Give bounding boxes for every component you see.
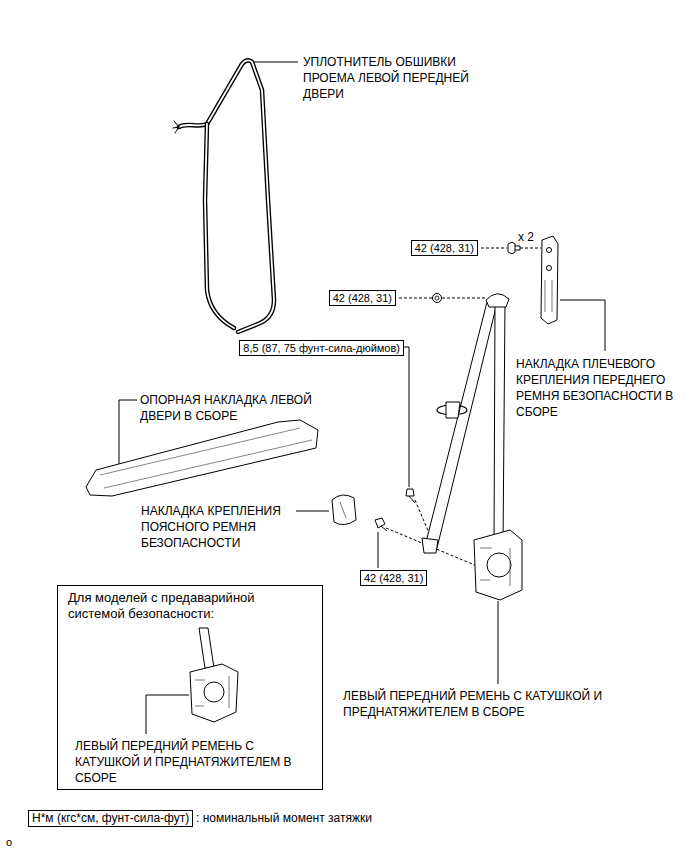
leader-line — [253, 62, 298, 63]
page-mark: o — [6, 834, 26, 850]
nut — [433, 294, 442, 303]
install-line — [399, 298, 432, 299]
install-line — [481, 248, 507, 249]
part-name: ЛЕВЫЙ ПЕРЕДНИЙ РЕМЕНЬ С КАТУШКОЙ И ПРЕДН… — [343, 688, 623, 720]
bolt — [375, 518, 387, 531]
bolt-hole — [547, 266, 552, 271]
install-line — [520, 248, 541, 249]
torque-box: 42 (428, 31) — [411, 240, 478, 256]
variant-inset-box: Для моделей с предаварийной системой без… — [57, 585, 323, 790]
install-line — [442, 298, 487, 299]
leader-line — [119, 400, 137, 464]
part-name: НАКЛАДКА ПЛЕЧЕВОГО КРЕПЛЕНИЯ ПЕРЕДНЕГО Р… — [516, 356, 686, 420]
scuff-plate — [86, 420, 318, 496]
part-name: УПЛОТНИТЕЛЬ ОБШИВКИ ПРОЕМА ЛЕВОЙ ПЕРЕДНЕ… — [303, 54, 495, 102]
inset-heading: Для моделей с предаварийной системой без… — [68, 590, 298, 622]
belt-strap — [425, 302, 497, 548]
legend-text: : номинальный момент затяжки — [196, 810, 372, 827]
bolt — [406, 489, 415, 503]
leader-line — [378, 532, 379, 568]
retractor-detail — [195, 676, 229, 708]
lap-anchor-cover — [332, 495, 356, 525]
belt-tongue — [446, 402, 460, 418]
torque-box: 42 (428, 31) — [329, 290, 396, 306]
belt-strap — [199, 628, 214, 668]
weatherstrip-end — [173, 121, 179, 133]
scuff-plate-detail — [100, 428, 312, 488]
weatherstrip — [205, 124, 234, 328]
leader-line — [146, 695, 189, 734]
retractor — [190, 664, 238, 722]
weatherstrip — [179, 60, 274, 332]
belt-strap — [494, 302, 505, 546]
lap-anchor — [422, 538, 438, 553]
quantity: x 2 — [518, 229, 558, 245]
belt-top-anchor — [486, 294, 509, 307]
plate-detail — [545, 280, 552, 312]
shoulder-anchor-cover — [541, 236, 558, 324]
weatherstrip — [205, 124, 234, 328]
leader-line — [560, 300, 605, 351]
leader-line — [498, 601, 499, 684]
bolt-hole — [547, 248, 552, 253]
part-name: ОПОРНАЯ НАКЛАДКА ЛЕВОЙ ДВЕРИ В СБОРЕ — [140, 392, 340, 424]
leader-line — [296, 511, 329, 512]
torque-box: 8,5 (87, 75 фунт-сила-дюймов) — [239, 340, 404, 356]
leader-line — [404, 347, 409, 487]
legend-box: Н*м (кгс*см, фунт-сила-фут) — [28, 810, 193, 827]
nut — [435, 296, 439, 300]
retractor-spool — [204, 682, 224, 702]
part-name: ЛЕВЫЙ ПЕРЕДНИЙ РЕМЕНЬ С КАТУШКОЙ И ПРЕДН… — [75, 738, 311, 786]
weatherstrip — [179, 60, 274, 332]
torque-box: 42 (428, 31) — [360, 570, 427, 586]
torque-value: Н*м (кгс*см, фунт-сила-фут) — [32, 811, 189, 825]
retractor-detail — [480, 548, 510, 586]
torque-value: 42 (428, 31) — [364, 572, 423, 584]
torque-value: 42 (428, 31) — [333, 292, 392, 304]
torque-value: 8,5 (87, 75 фунт-сила-дюймов) — [243, 342, 400, 354]
torque-value: 42 (428, 31) — [415, 242, 474, 254]
retractor — [474, 530, 522, 600]
lap-anchor-cover-detail — [340, 502, 346, 518]
retractor-spool — [487, 553, 511, 577]
part-name: НАКЛАДКА КРЕПЛЕНИЯ ПОЯСНОГО РЕМНЯ БЕЗОПА… — [141, 503, 311, 551]
